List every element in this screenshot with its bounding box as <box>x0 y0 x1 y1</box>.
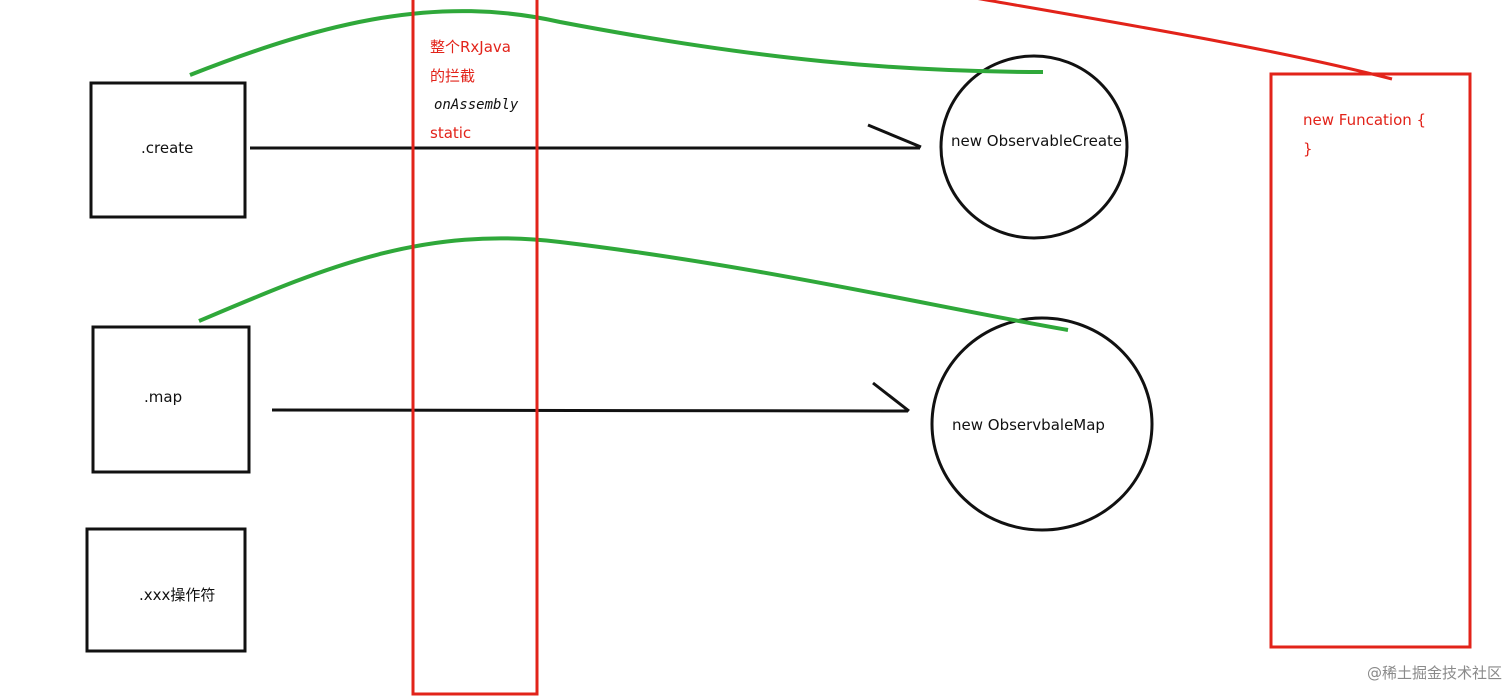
function-label-line1: new Funcation { <box>1303 111 1427 129</box>
observable-map-label: new ObservbaleMap <box>952 416 1105 434</box>
observable-create-label: new ObservableCreate <box>951 132 1123 150</box>
function-label-line2: } <box>1303 140 1313 158</box>
xxx-node-label: .xxx操作符 <box>139 586 216 604</box>
create-arrow-head <box>867 123 922 149</box>
function-red-curve <box>977 0 1393 81</box>
map-node-box <box>91 325 251 474</box>
watermark: @稀土掘金技术社区 <box>1366 664 1502 682</box>
create-green-curve <box>189 9 1044 77</box>
create-node-box <box>89 81 247 219</box>
observable-map-circle <box>930 316 1154 532</box>
intercept-label-line3: onAssembly <box>434 97 519 113</box>
intercept-label-line4: static <box>430 124 472 142</box>
intercept-column-box <box>411 0 539 696</box>
map-arrow-head <box>872 381 910 413</box>
create-node-label: .create <box>141 139 194 157</box>
intercept-label-line2: 的拦截 <box>430 67 476 85</box>
map-to-observable-arrow <box>271 408 909 413</box>
map-node-label: .map <box>144 388 183 406</box>
xxx-node-box <box>85 527 247 653</box>
intercept-label-line1: 整个RxJava <box>430 38 511 56</box>
map-green-curve <box>198 236 1069 332</box>
observable-create-circle <box>939 54 1129 240</box>
function-box <box>1269 72 1472 649</box>
